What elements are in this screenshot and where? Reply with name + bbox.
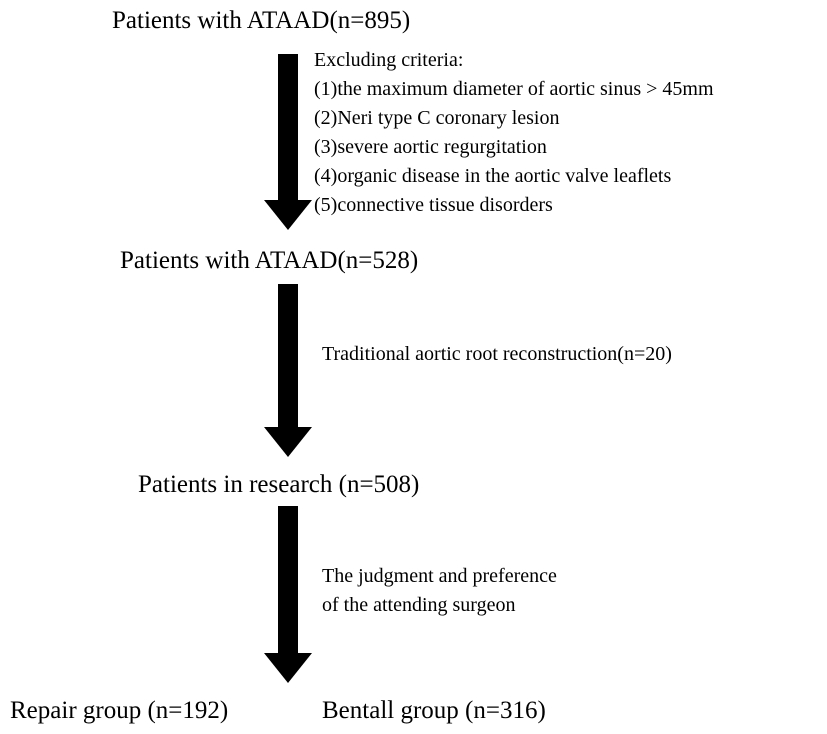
allocation-line-2: of the attending surgeon [322,594,516,616]
exclusion-criteria: Excluding criteria: (1)the maximum diame… [314,46,714,220]
exclusion-criterion-4: (4)organic disease in the aortic valve l… [314,165,672,187]
allocation-criteria: The judgment and preference of the atten… [322,562,557,620]
exclusion-criterion-1: (1)the maximum diameter of aortic sinus … [314,78,714,100]
stage-1-box: Patients with ATAAD(n=895) [112,7,411,34]
exclusion-criterion-3: (3)severe aortic regurgitation [314,136,547,158]
exclusion-heading: Excluding criteria: [314,49,464,71]
down-arrow-2 [264,284,312,457]
repair-group-box: Repair group (n=192) [10,697,229,724]
exclusion-criterion-5: (5)connective tissue disorders [314,194,553,216]
exclusion-criterion-2: (2)Neri type C coronary lesion [314,107,560,129]
bentall-group-box: Bentall group (n=316) [322,697,546,724]
down-arrow-1 [264,54,312,230]
stage-3-box: Patients in research (n=508) [138,471,420,498]
stage-2-box: Patients with ATAAD(n=528) [120,247,419,274]
exclusion-aortic-root: Traditional aortic root reconstruction(n… [322,343,672,365]
down-arrow-3 [264,506,312,683]
allocation-line-1: The judgment and preference [322,565,557,587]
